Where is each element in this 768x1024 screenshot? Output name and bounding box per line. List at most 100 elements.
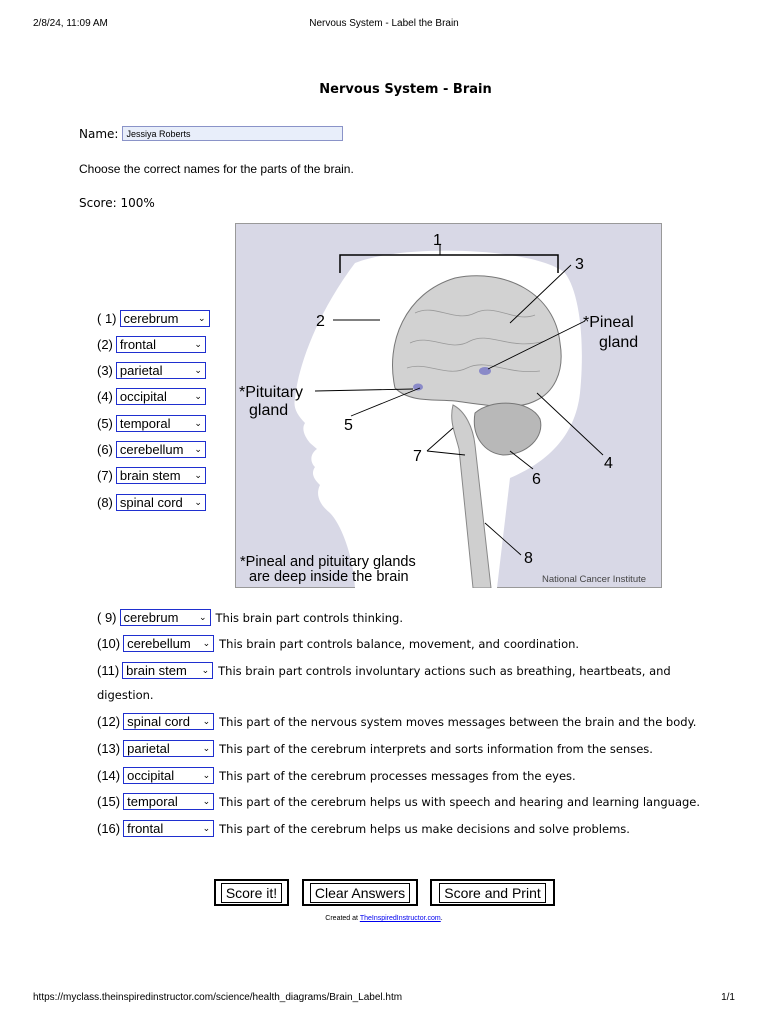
question-number: (14) (97, 768, 120, 783)
score-button-label: Score it! (221, 883, 282, 903)
select-value: cerebellum (120, 442, 184, 457)
print-page-number: 1/1 (721, 992, 735, 1003)
chevron-down-icon: ⌄ (198, 313, 206, 324)
score-button[interactable]: Score it! (214, 879, 289, 906)
question-select-16[interactable]: frontal ⌄ (123, 820, 214, 837)
select-value: parietal (120, 363, 163, 378)
part-row-8: (8) spinal cord⌄ (97, 494, 206, 511)
question-text: This part of the cerebrum interprets and… (219, 742, 653, 756)
part-number: (4) (97, 389, 113, 404)
question-number: (15) (97, 794, 120, 809)
part-row-5: (5) temporal ⌄ (97, 415, 206, 432)
select-value: frontal (127, 821, 163, 836)
select-value: temporal (120, 416, 171, 431)
question-number: (11) (97, 663, 119, 678)
chevron-down-icon: ⌄ (194, 391, 202, 402)
part-number: (7) (97, 468, 113, 483)
score-and-print-button[interactable]: Score and Print (430, 879, 555, 906)
question-11-continuation: digestion. (97, 688, 154, 702)
chevron-down-icon: ⌄ (202, 665, 210, 676)
question-select-9[interactable]: cerebrum⌄ (120, 609, 211, 626)
name-row: Name: (79, 126, 343, 141)
diagram-label-3: 3 (575, 256, 584, 273)
part-row-4: (4) occipital ⌄ (97, 388, 206, 405)
chevron-down-icon: ⌄ (194, 418, 202, 429)
question-select-12[interactable]: spinal cord ⌄ (123, 713, 214, 730)
chevron-down-icon: ⌄ (194, 339, 202, 350)
part-select-6[interactable]: cerebellum ⌄ (116, 441, 206, 458)
question-select-10[interactable]: cerebellum⌄ (123, 635, 214, 652)
site-link[interactable]: TheInspiredInstructor.com (360, 915, 441, 922)
question-select-11[interactable]: brain stem ⌄ (122, 662, 213, 679)
part-number: (3) (97, 363, 113, 378)
select-value: spinal cord (127, 714, 190, 729)
diagram-label-5: 5 (344, 417, 353, 434)
select-value: brain stem (120, 468, 181, 483)
question-select-14[interactable]: occipital⌄ (123, 767, 214, 784)
question-number: ( 9) (97, 610, 117, 625)
part-select-1[interactable]: cerebrum ⌄ (120, 310, 210, 327)
part-select-3[interactable]: parietal ⌄ (116, 362, 206, 379)
chevron-down-icon: ⌄ (194, 444, 202, 455)
chevron-down-icon: ⌄ (203, 823, 211, 834)
footnote-line1: *Pineal and pituitary glands (240, 554, 416, 570)
question-select-15[interactable]: temporal⌄ (123, 793, 214, 810)
site-credit: Created at TheInspiredInstructor.com. (0, 915, 768, 922)
question-row-9: ( 9) cerebrum⌄ This brain part controls … (97, 609, 403, 626)
part-number: ( 1) (97, 311, 117, 326)
question-row-10: (10) cerebellum⌄ This brain part control… (97, 635, 579, 652)
select-value: temporal (127, 794, 178, 809)
print-url: https://myclass.theinspiredinstructor.co… (33, 992, 402, 1003)
select-value: parietal (127, 741, 170, 756)
question-select-13[interactable]: parietal ⌄ (123, 740, 214, 757)
part-number: (2) (97, 337, 113, 352)
print-button-label: Score and Print (439, 883, 546, 903)
nci-credit: National Cancer Institute (542, 574, 646, 585)
clear-answers-button[interactable]: Clear Answers (302, 879, 418, 906)
question-row-16: (16) frontal ⌄ This part of the cerebrum … (97, 820, 630, 837)
question-text: This part of the nervous system moves me… (219, 715, 696, 729)
part-select-5[interactable]: temporal ⌄ (116, 415, 206, 432)
chevron-down-icon: ⌄ (203, 716, 211, 727)
part-select-7[interactable]: brain stem⌄ (116, 467, 206, 484)
select-value: cerebellum (127, 636, 191, 651)
question-row-11: (11) brain stem⌄ This brain part control… (97, 662, 671, 679)
select-value: occipital (120, 389, 167, 404)
chevron-down-icon: ⌄ (194, 497, 202, 508)
clear-button-label: Clear Answers (310, 883, 410, 903)
pineal-label-line2: gland (599, 334, 638, 351)
question-row-15: (15) temporal⌄ This part of the cerebrum… (97, 793, 700, 810)
credit-prefix: Created at (325, 915, 360, 922)
instructions: Choose the correct names for the parts o… (79, 162, 354, 176)
score-display: Score: 100% (79, 196, 155, 210)
question-number: (16) (97, 821, 120, 836)
pineal-label-line1: *Pineal (583, 314, 634, 331)
page-title: Nervous System - Brain (0, 82, 768, 97)
brain-diagram: 1 2 3 4 5 6 7 8 *Pineal gland *Pituitary… (235, 223, 662, 588)
name-field[interactable] (122, 126, 343, 141)
part-select-8[interactable]: spinal cord⌄ (116, 494, 206, 511)
select-value: cerebrum (124, 311, 179, 326)
question-row-12: (12) spinal cord ⌄ This part of the nervo… (97, 713, 696, 730)
select-value: cerebrum (124, 610, 179, 625)
select-value: brain stem (126, 663, 187, 678)
question-text: This brain part controls thinking. (216, 611, 404, 625)
diagram-label-1: 1 (433, 232, 442, 249)
part-select-4[interactable]: occipital ⌄ (116, 388, 206, 405)
chevron-down-icon: ⌄ (203, 743, 211, 754)
footnote-line2: are deep inside the brain (249, 569, 409, 585)
question-number: (12) (97, 714, 120, 729)
question-row-14: (14) occipital⌄ This part of the cerebru… (97, 767, 576, 784)
credit-suffix: . (441, 915, 443, 922)
question-row-13: (13) parietal⌄ This part of the cerebrum… (97, 740, 653, 757)
chevron-down-icon: ⌄ (194, 365, 202, 376)
diagram-label-6: 6 (532, 471, 541, 488)
part-number: (5) (97, 416, 113, 431)
part-row-1: ( 1) cerebrum ⌄ (97, 310, 210, 327)
diagram-label-8: 8 (524, 550, 533, 567)
question-text: This part of the cerebrum helps us make … (219, 822, 630, 836)
part-select-2[interactable]: frontal⌄ (116, 336, 206, 353)
part-row-6: (6) cerebellum⌄ (97, 441, 206, 458)
name-label: Name: (79, 127, 118, 141)
question-number: (10) (97, 636, 120, 651)
